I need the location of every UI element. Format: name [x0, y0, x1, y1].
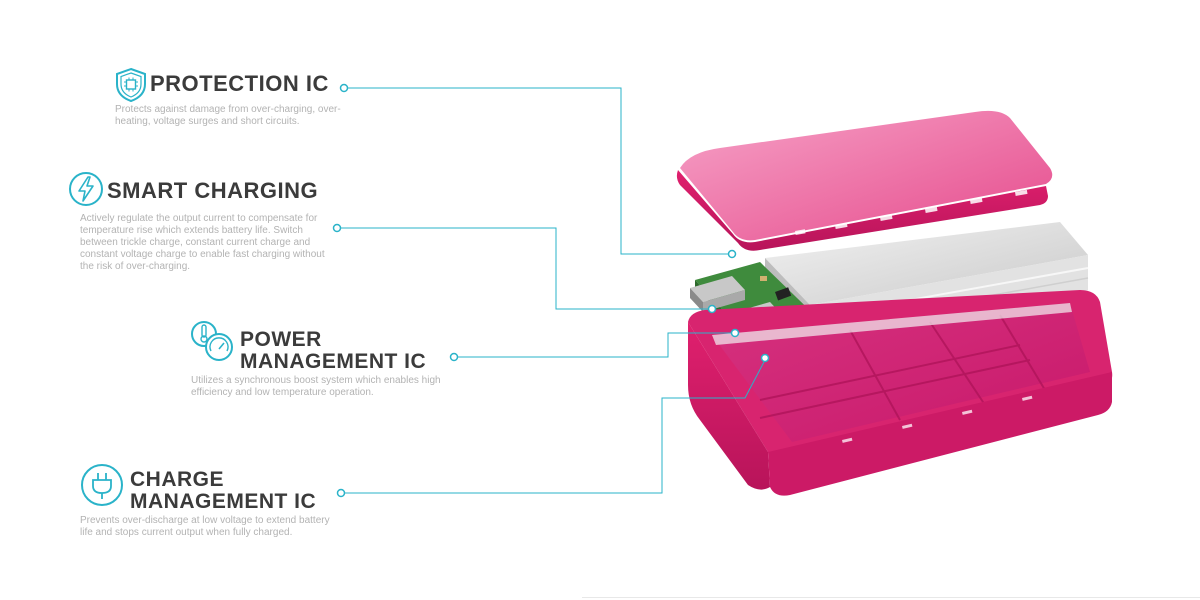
- feature-smart-charging-description-block: Actively regulate the output current to …: [80, 213, 330, 273]
- top-case-lid: [676, 110, 1053, 251]
- callout-line-charge-management: [341, 359, 766, 494]
- lightning-bolt-icon: [68, 171, 104, 207]
- thermometer-gauge-icon: [190, 320, 236, 362]
- feature-title: PROTECTION IC: [150, 71, 329, 96]
- callout-dot: [730, 328, 740, 338]
- feature-protection-description-block: Protects against damage from over-chargi…: [115, 104, 355, 128]
- feature-title: SMART CHARGING: [107, 178, 319, 203]
- feature-protection: PROTECTION IC: [150, 73, 329, 95]
- feature-title-line2: MANAGEMENT IC: [240, 350, 427, 373]
- callout-dot: [727, 249, 737, 259]
- callout-dot: [449, 352, 459, 362]
- callout-dot: [339, 83, 349, 93]
- feature-title-line1: CHARGE: [130, 468, 225, 491]
- feature-title-line1: POWER: [240, 328, 322, 351]
- bottom-divider: [582, 597, 1200, 598]
- feature-power-management: POWER MANAGEMENT IC: [240, 329, 426, 372]
- callout-line-power-management: [454, 332, 735, 358]
- feature-description: Prevents over-discharge at low voltage t…: [80, 515, 330, 538]
- callout-lines: [337, 87, 766, 494]
- feature-description: Actively regulate the output current to …: [80, 213, 325, 272]
- feature-smart-charging: SMART CHARGING: [107, 180, 318, 202]
- shield-chip-icon: [114, 67, 148, 103]
- feature-power-management-description-block: Utilizes a synchronous boost system whic…: [191, 375, 441, 399]
- callout-dot: [707, 304, 717, 314]
- feature-charge-management-description-block: Prevents over-discharge at low voltage t…: [80, 515, 345, 539]
- plug-icon: [80, 463, 124, 507]
- callout-dots: [332, 83, 770, 498]
- feature-description: Protects against damage from over-chargi…: [115, 104, 341, 127]
- feature-title-line2: MANAGEMENT IC: [130, 490, 317, 513]
- bottom-case-tray: [688, 290, 1113, 496]
- callout-dot: [332, 223, 342, 233]
- callout-dot: [336, 488, 346, 498]
- callout-line-protection: [344, 87, 732, 255]
- feature-charge-management: CHARGE MANAGEMENT IC: [130, 469, 316, 512]
- callout-dot: [760, 353, 770, 363]
- feature-description: Utilizes a synchronous boost system whic…: [191, 375, 441, 398]
- callout-line-smart-charging: [337, 227, 712, 310]
